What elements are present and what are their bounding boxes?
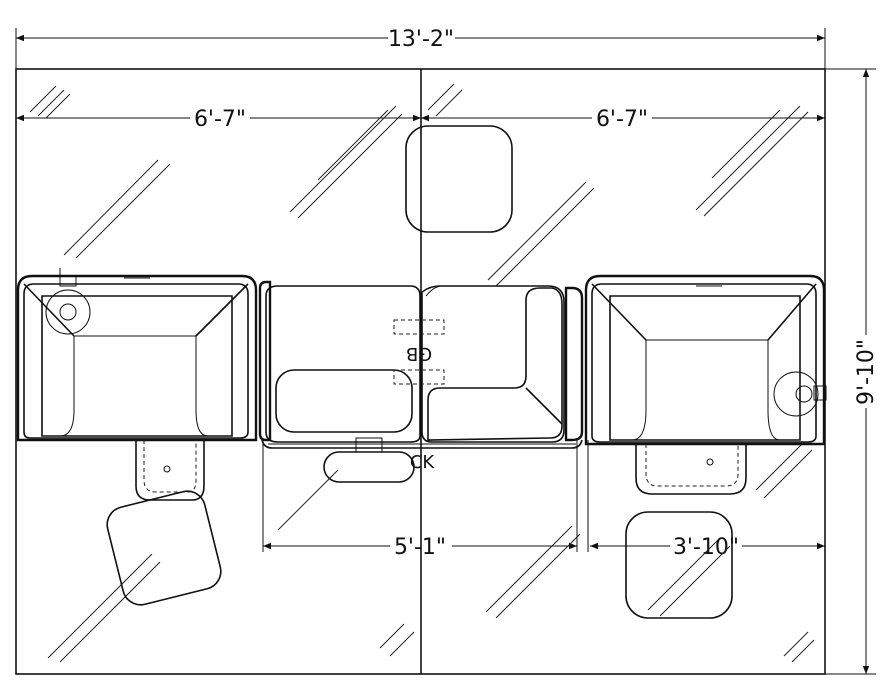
right-desk-dimension: 3'-10" [587, 440, 825, 560]
center-right-desk [421, 285, 584, 443]
ck-label: CK [410, 452, 436, 473]
right-chair [625, 511, 733, 619]
center-left-desk [258, 280, 421, 443]
overall-depth-label: 9'-10" [854, 339, 879, 405]
glass-hatching [29, 83, 815, 663]
center-desk-dimension: 5'-1" [262, 440, 578, 560]
grommets [393, 319, 445, 385]
overall-width-label: 13'-2" [388, 27, 454, 52]
right-width-dimension: 6'-7" [421, 107, 825, 132]
gb-label: GB [406, 343, 432, 364]
overall-depth-dimension: 9'-10" [825, 68, 879, 675]
center-desk-base [261, 439, 583, 449]
center-power-unit [323, 437, 415, 483]
left-width-label: 6'-7" [194, 107, 246, 132]
left-pedestal [135, 440, 205, 501]
top-center-chair [405, 125, 513, 233]
left-corner-desk [16, 268, 258, 442]
overall-width-dimension: 13'-2" [15, 27, 826, 70]
right-width-label: 6'-7" [596, 107, 648, 132]
left-width-dimension: 6'-7" [16, 107, 421, 132]
center-desk-label: 5'-1" [394, 535, 446, 560]
right-pedestal [635, 444, 747, 495]
left-chair [106, 490, 222, 606]
right-corner-desk [584, 274, 827, 446]
